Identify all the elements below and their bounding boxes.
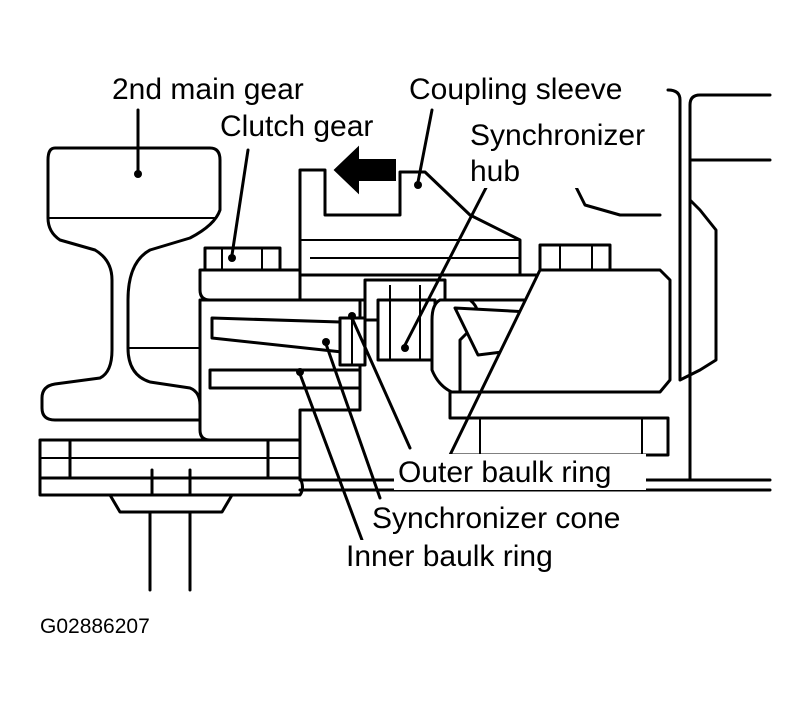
label-synchronizer-hub-line1: Synchronizer: [470, 119, 645, 152]
second-main-gear-part: [40, 146, 222, 422]
label-synchronizer-hub-line2: hub: [470, 155, 520, 188]
label-clutch-gear: Clutch gear: [216, 108, 402, 144]
label-clutch-gear-text: Clutch gear: [220, 110, 373, 143]
label-coupling-sleeve-text: Coupling sleeve: [409, 73, 622, 106]
leader-lines: [134, 108, 492, 542]
figure-code: G02886207: [40, 615, 150, 638]
label-synchronizer-cone: Synchronizer cone: [368, 500, 660, 536]
right-gear-part: [430, 243, 672, 457]
label-inner-baulk-ring-text: Inner baulk ring: [346, 540, 553, 573]
label-2nd-main-gear-text: 2nd main gear: [112, 73, 304, 106]
synchronizer-cone-part: [208, 316, 367, 390]
label-synchronizer-cone-text: Synchronizer cone: [372, 502, 620, 535]
label-coupling-sleeve: Coupling sleeve: [405, 70, 660, 106]
label-outer-baulk-ring: Outer baulk ring: [394, 454, 646, 490]
label-synchronizer-hub: Synchronizer hub: [466, 116, 671, 188]
label-2nd-main-gear: 2nd main gear: [108, 70, 338, 106]
label-outer-baulk-ring-text: Outer baulk ring: [398, 456, 611, 489]
label-inner-baulk-ring: Inner baulk ring: [342, 540, 592, 576]
direction-arrow-icon: [333, 145, 396, 195]
synchronizer-hub-part: [298, 273, 542, 362]
